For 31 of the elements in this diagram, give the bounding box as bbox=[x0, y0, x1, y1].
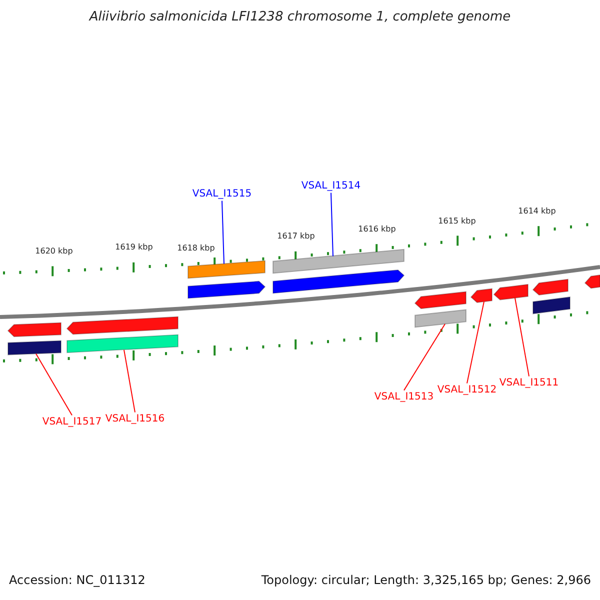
leader-line bbox=[514, 298, 530, 377]
scale-label: 1616 kbp bbox=[358, 224, 396, 234]
leader-line bbox=[404, 324, 446, 391]
genome-summary-text: Topology: circular; Length: 3,325,165 bp; Genes: 2,966 bbox=[261, 574, 591, 588]
gene-label: VSAL_I1517 bbox=[42, 416, 102, 428]
leader-line bbox=[222, 200, 224, 264]
scale-label: 1617 kbp bbox=[277, 232, 315, 241]
gene-feature bbox=[272, 248, 405, 294]
gene-label: VSAL_I1511 bbox=[499, 377, 559, 389]
gene-feature bbox=[493, 284, 528, 300]
gene-feature bbox=[7, 322, 62, 356]
scale-label: 1619 kbp bbox=[115, 242, 153, 252]
gene-feature bbox=[414, 291, 466, 328]
leader-line bbox=[124, 349, 136, 413]
leader-line bbox=[330, 192, 334, 257]
gene-feature bbox=[188, 260, 266, 299]
gene-feature bbox=[470, 288, 492, 304]
scale-label: 1618 kbp bbox=[177, 243, 215, 252]
gene-feature bbox=[66, 316, 178, 354]
leader-line bbox=[466, 301, 484, 384]
title: Aliivibrio salmonicida LFI1238 chromosome 1, complete genome bbox=[89, 10, 511, 26]
scale-label: 1615 kbp bbox=[438, 216, 476, 226]
gene-label: VSAL_I1514 bbox=[301, 180, 361, 192]
scale-label: 1620 kbp bbox=[35, 246, 73, 256]
gene-label: VSAL_I1513 bbox=[374, 391, 434, 403]
gene-label: VSAL_I1512 bbox=[437, 384, 497, 396]
scale-label: 1614 kbp bbox=[518, 206, 556, 216]
gene-label: VSAL_I1516 bbox=[105, 413, 165, 425]
accession-text: Accession: NC_011312 bbox=[9, 574, 146, 588]
gene-label: VSAL_I1515 bbox=[192, 188, 252, 200]
leader-line bbox=[36, 353, 72, 416]
